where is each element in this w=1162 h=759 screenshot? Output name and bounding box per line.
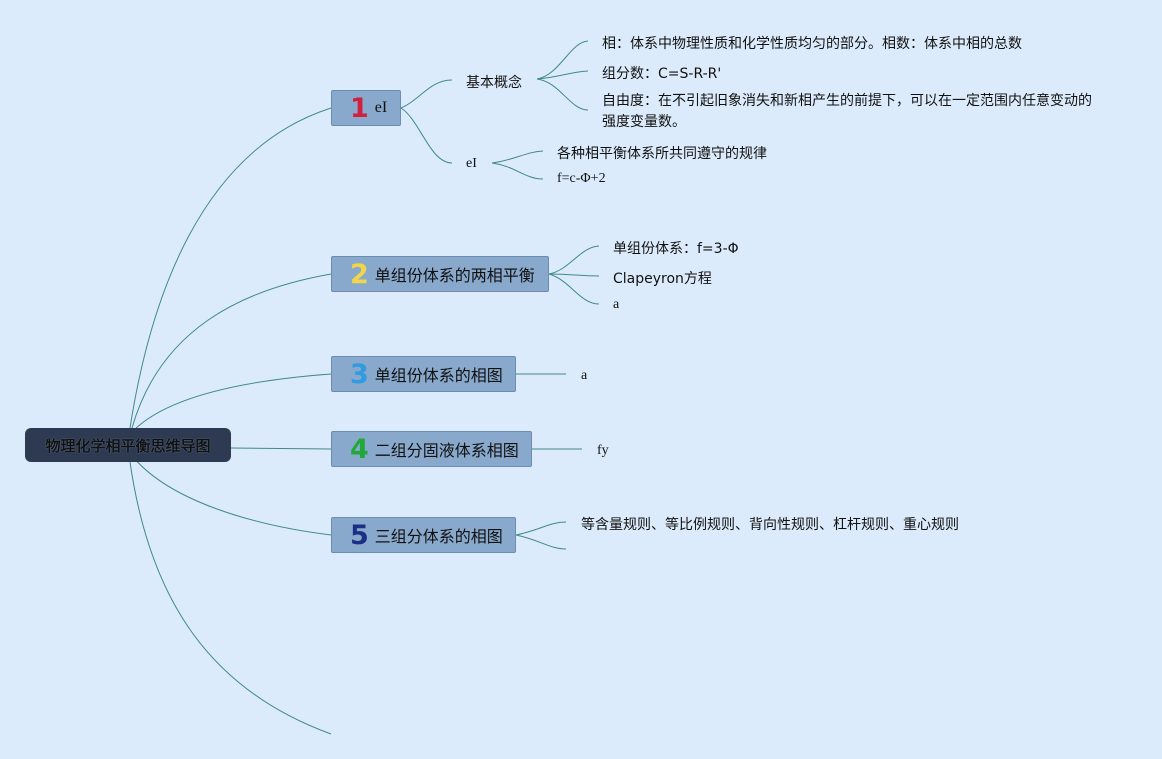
link-t5-leaf2 <box>515 534 567 550</box>
link-root-topic3 <box>133 373 332 431</box>
central-topic-label: 物理化学相平衡思维导图 <box>45 436 211 455</box>
topic-1[interactable]: 1 eI <box>331 90 401 126</box>
number-4-icon: 4 <box>350 433 369 465</box>
leaf-phase-rule-desc[interactable]: 各种相平衡体系所共同遵守的规律 <box>557 146 767 162</box>
link-t2-leaf3 <box>548 273 600 305</box>
topic-3-label: 单组份体系的相图 <box>374 366 503 385</box>
link-eI-leaf2 <box>491 162 544 180</box>
leaf-component-number[interactable]: 组分数：C=S-R-R' <box>602 66 722 82</box>
topic-5-label: 三组分体系的相图 <box>374 527 503 546</box>
leaf-single-component-freedom[interactable]: 单组份体系：f=3-Φ <box>613 241 739 257</box>
number-5-icon: 5 <box>350 519 369 551</box>
topic-2-label: 单组份体系的两相平衡 <box>374 266 535 285</box>
subtopic-eI[interactable]: eI <box>466 156 477 171</box>
central-topic[interactable]: 物理化学相平衡思维导图 <box>25 428 231 462</box>
number-3-icon: 3 <box>350 358 369 390</box>
topic-1-label: eI <box>374 99 388 116</box>
leaf-topic3-a[interactable]: a <box>581 368 588 383</box>
link-t1-eI <box>400 107 453 164</box>
number-2-icon: 2 <box>350 258 369 290</box>
link-t2-leaf2 <box>548 273 600 277</box>
leaf-ternary-rules[interactable]: 等含量规则、等比例规则、背向性规则、杠杆规则、重心规则 <box>581 517 959 533</box>
link-root-topic4 <box>230 447 332 450</box>
link-root-empty <box>129 461 332 735</box>
leaf-topic4-fy[interactable]: fy <box>597 443 609 458</box>
topic-4-label: 二组分固液体系相图 <box>374 441 519 460</box>
topic-3[interactable]: 3 单组份体系的相图 <box>331 356 516 392</box>
link-eI-leaf1 <box>491 150 544 164</box>
link-basic-leaf2 <box>536 70 589 80</box>
link-t5-leaf1 <box>515 521 567 536</box>
leaf-phase-definition[interactable]: 相：体系中物理性质和化学性质均匀的部分。相数：体系中相的总数 <box>602 36 1022 52</box>
link-root-topic5 <box>133 457 332 536</box>
topic-2[interactable]: 2 单组份体系的两相平衡 <box>331 256 549 292</box>
link-t2-leaf1 <box>548 245 600 275</box>
leaf-phase-rule-formula[interactable]: f=c-Φ+2 <box>557 171 606 186</box>
topic-4[interactable]: 4 二组分固液体系相图 <box>331 431 532 467</box>
leaf-clapeyron-equation[interactable]: Clapeyron方程 <box>613 271 712 287</box>
leaf-degrees-of-freedom[interactable]: 自由度：在不引起旧象消失和新相产生的前提下，可以在一定范围内任意变动的强度变量数… <box>602 93 1092 130</box>
link-basic-leaf3 <box>536 78 589 111</box>
link-basic-leaf1 <box>536 40 589 80</box>
leaf-topic2-a[interactable]: a <box>613 297 620 312</box>
link-root-topic1 <box>129 107 332 429</box>
link-t1-basic <box>400 79 453 109</box>
number-1-icon: 1 <box>350 92 369 124</box>
subtopic-basic-concepts[interactable]: 基本概念 <box>466 75 522 91</box>
topic-5[interactable]: 5 三组分体系的相图 <box>331 517 516 553</box>
link-root-topic2 <box>131 273 332 429</box>
